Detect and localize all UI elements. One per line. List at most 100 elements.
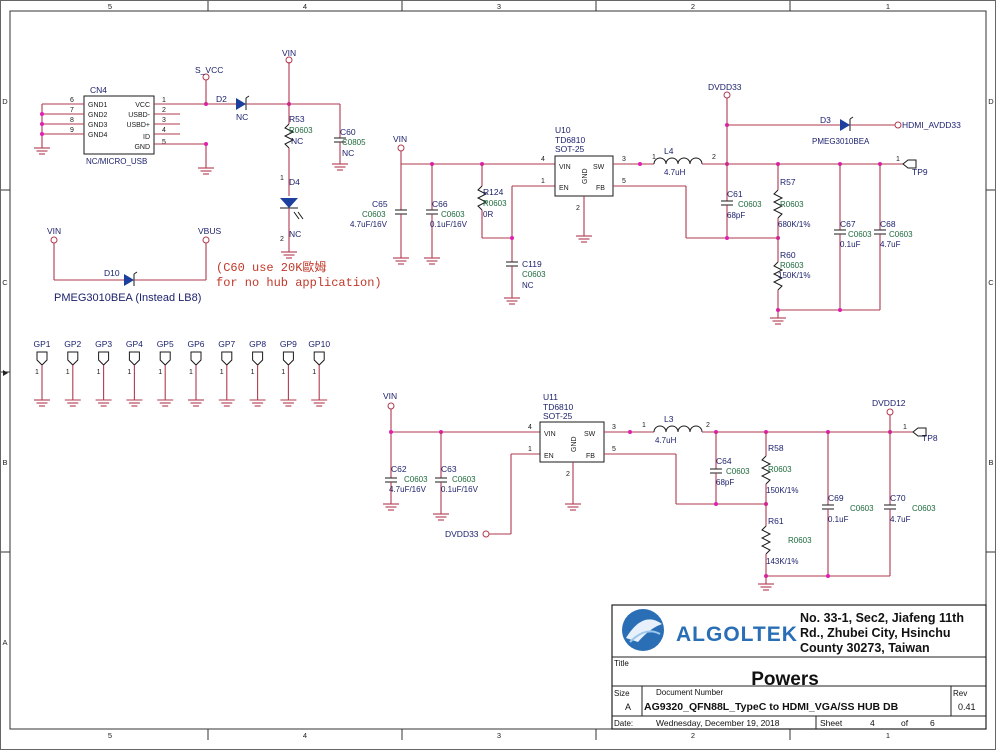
- col-label-bottom: 3: [497, 731, 501, 740]
- c67-fp: C0603: [848, 230, 872, 239]
- logo-text: ALGOLTEK: [676, 623, 798, 646]
- r58-val: 150K/1%: [766, 486, 798, 495]
- rev-label: Rev: [953, 689, 967, 698]
- gp-testpoint: GP10 1: [308, 339, 330, 407]
- gp-pin-num: 1: [158, 369, 162, 376]
- cn4-pin-name: ID: [143, 134, 150, 141]
- c60-ref: C60: [340, 127, 356, 137]
- row-label-left: A: [2, 638, 7, 647]
- d4-ref: D4: [289, 177, 300, 187]
- u11-pkg: SOT-25: [543, 411, 573, 421]
- cn4-connector: CN4 NC/MICRO_USB GND1 GND2 GND3 GND4 6 7…: [33, 65, 236, 175]
- gp-label: GP10: [308, 339, 330, 349]
- docnum-label: Document Number: [656, 688, 723, 697]
- col-label-top: 3: [497, 2, 501, 11]
- cn4-pin-name: GND4: [88, 132, 108, 139]
- cn4-pin-num: 3: [162, 117, 166, 124]
- u11-pin-fb: FB: [586, 453, 595, 460]
- c70-fp: C0603: [912, 504, 936, 513]
- gp-label: GP3: [95, 339, 112, 349]
- c66-fp: C0603: [441, 210, 465, 219]
- cn4-pin-num: 8: [70, 117, 74, 124]
- cn4-pin-name: VCC: [135, 102, 150, 109]
- l3-ref: L3: [664, 414, 674, 424]
- tp9-pin: 1: [896, 156, 900, 163]
- l4-ref: L4: [664, 146, 674, 156]
- r61-fp: R0603: [788, 536, 812, 545]
- c65-fp: C0603: [362, 210, 386, 219]
- u10-pin-num: 5: [622, 178, 626, 185]
- d3-val: PMEG3010BEA: [812, 137, 870, 146]
- sheet-title: Powers: [751, 669, 819, 690]
- tp8-ref: TP8: [922, 433, 938, 443]
- c61-val: 68pF: [727, 211, 745, 220]
- cn4-pin-name: USBD+: [126, 122, 150, 129]
- c67-ref: C67: [840, 219, 856, 229]
- c61-fp: C0603: [738, 200, 762, 209]
- c70-val: 4.7uF: [890, 515, 911, 524]
- col-label-top: 1: [886, 2, 890, 11]
- row-label-left: C: [2, 278, 8, 287]
- r53-val: NC: [291, 136, 303, 146]
- r58-fp: R0603: [768, 465, 792, 474]
- row-label-left: D: [2, 97, 8, 106]
- c66-ref: C66: [432, 199, 448, 209]
- row-label-right: D: [988, 97, 994, 106]
- d10-ref: D10: [104, 268, 120, 278]
- c65-ref: C65: [372, 199, 388, 209]
- gp-label: GP6: [187, 339, 204, 349]
- u10-pin-vin: VIN: [559, 164, 571, 171]
- dvdd12-label: DVDD12: [872, 398, 906, 408]
- col-label-bottom: 2: [691, 731, 695, 740]
- gp-label: GP4: [126, 339, 143, 349]
- d2-ref: D2: [216, 94, 227, 104]
- r58-ref: R58: [768, 443, 784, 453]
- l3-val: 4.7uH: [655, 436, 677, 445]
- cn4-pin-num: 5: [162, 139, 166, 146]
- algoltek-logo: ALGOLTEK: [622, 609, 798, 651]
- u10-pin-num: 4: [541, 156, 545, 163]
- c70-ref: C70: [890, 493, 906, 503]
- u10-pin-en: EN: [559, 185, 569, 192]
- c64-ref: C64: [716, 456, 732, 466]
- cn4-pin-num: 4: [162, 127, 166, 134]
- gp-label: GP5: [157, 339, 174, 349]
- row-label-right: C: [988, 278, 994, 287]
- note-line-1: (C60 use 20K歐姆: [216, 259, 326, 275]
- c69-ref: C69: [828, 493, 844, 503]
- date-label: Date:: [614, 719, 633, 728]
- vbus-label: VBUS: [198, 226, 221, 236]
- u10-part: TD6810: [555, 135, 586, 145]
- gp-pin-num: 1: [189, 369, 193, 376]
- r61-ref: R61: [768, 516, 784, 526]
- gp-label: GP9: [280, 339, 297, 349]
- gp-label: GP7: [218, 339, 235, 349]
- cn4-pin-num: 1: [162, 97, 166, 104]
- note-line-2: for no hub application): [216, 276, 382, 290]
- cn4-type: NC/MICRO_USB: [86, 157, 147, 166]
- r57-fp: R0603: [780, 200, 804, 209]
- u10-pin-num: 3: [622, 156, 626, 163]
- of-label: of: [901, 718, 909, 728]
- c119-ref: C119: [522, 259, 542, 269]
- u11-pin-num: 2: [566, 471, 570, 478]
- cn4-ref: CN4: [90, 85, 107, 95]
- u11-pin-gnd: GND: [571, 436, 578, 452]
- tp9-ref: TP9: [912, 167, 928, 177]
- u11-regulator-circuit: VIN C62 C0603 4.7uF/16V C63 C0603 0.1uF/…: [382, 391, 938, 591]
- u11-vin-label: VIN: [383, 391, 397, 401]
- c60-fp: C0805: [342, 138, 366, 147]
- u11-pin-num: 4: [528, 424, 532, 431]
- u10-pin-gnd: GND: [582, 168, 589, 184]
- l4-pin-num: 2: [712, 154, 716, 161]
- u11-part: TD6810: [543, 402, 574, 412]
- l4-val: 4.7uH: [664, 168, 686, 177]
- gp-testpoints: GP11GP21GP31GP41GP51GP61GP71GP81GP91GP10…: [33, 339, 330, 407]
- c63-val: 0.1uF/16V: [441, 485, 479, 494]
- cn4-pin-num: 9: [70, 127, 74, 134]
- gp-pin-num: 1: [312, 369, 316, 376]
- cn4-pin-name: USBD-: [128, 112, 150, 119]
- cn4-pin-name: GND: [134, 144, 150, 151]
